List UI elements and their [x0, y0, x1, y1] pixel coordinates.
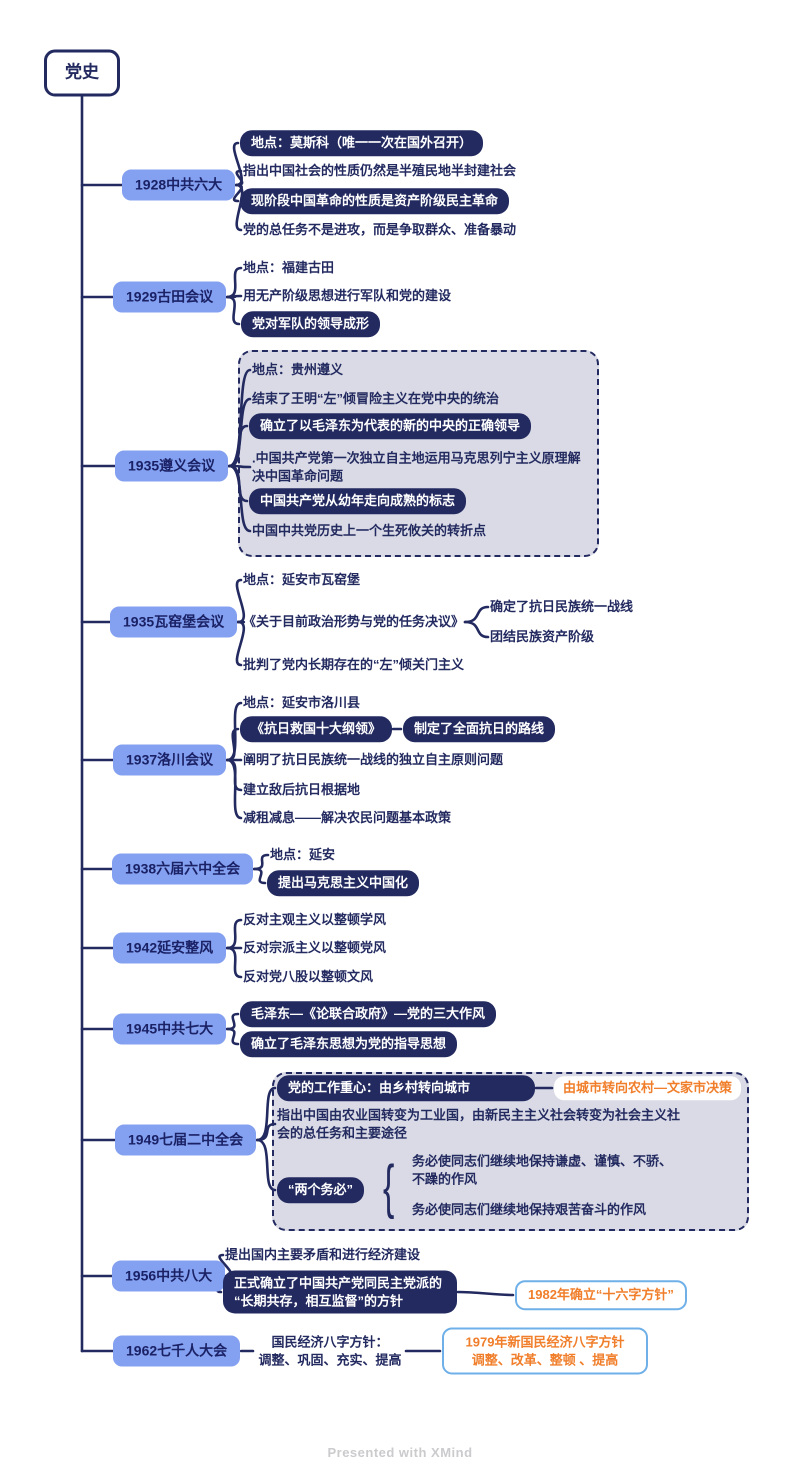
subtopic[interactable]: 反对主观主义以整顿学风 — [243, 912, 387, 928]
branch-topic-1935-wayaobu[interactable]: 1935瓦窑堡会议 — [110, 606, 238, 638]
subtopic-highlight[interactable]: 党的工作重心：由乡村转向城市 — [277, 1075, 535, 1101]
subtopic[interactable]: 建立敌后抗日根据地 — [243, 782, 361, 798]
subtopic[interactable]: 地点：延安市瓦窑堡 — [243, 572, 361, 588]
subtopic[interactable]: 结束了王明“左”倾冒险主义在党中央的统治 — [252, 391, 500, 407]
subtopic[interactable]: 务必使同志们继续地保持谦虚、谨慎、不骄、不躁的作风 — [412, 1153, 673, 1186]
branch-topic-1937[interactable]: 1937洛川会议 — [113, 744, 227, 776]
branch-topic-1938[interactable]: 1938六届六中全会 — [112, 853, 254, 885]
branch-topic-1956[interactable]: 1956中共八大 — [112, 1260, 226, 1292]
subtopic[interactable]: 地点：贵州遵义 — [252, 362, 344, 378]
subtopic-highlight[interactable]: 确立了毛泽东思想为党的指导思想 — [240, 1031, 458, 1057]
branch-topic-1949[interactable]: 1949七届二中全会 — [115, 1124, 257, 1156]
subtopic[interactable]: 务必使同志们继续地保持艰苦奋斗的作风 — [412, 1202, 647, 1218]
subtopic[interactable]: 批判了党内长期存在的“左”倾关门主义 — [243, 657, 465, 673]
callout[interactable]: 1979年新国民经济八字方针 调整、改革、整顿 、提高 — [442, 1327, 648, 1375]
subtopic-highlight[interactable]: 毛泽东—《论联合政府》—党的三大作风 — [240, 1001, 497, 1027]
subtopic[interactable]: 国民经济八字方针： 调整、巩固、充实、提高 — [258, 1334, 402, 1367]
subtopic-highlight[interactable]: 确立了以毛泽东为代表的新的中央的正确领导 — [249, 413, 532, 439]
branch-topic-1962[interactable]: 1962七千人大会 — [113, 1335, 241, 1367]
subtopic[interactable]: 确定了抗日民族统一战线 — [490, 599, 634, 615]
subtopic[interactable]: 《关于目前政治形势与党的任务决议》 — [243, 614, 465, 630]
branch-topic-1928[interactable]: 1928中共六大 — [122, 169, 236, 201]
subtopic-highlight[interactable]: 党对军队的领导成形 — [241, 311, 381, 337]
subtopic[interactable]: 中国中共党历史上一个生死攸关的转折点 — [252, 523, 487, 539]
callout[interactable]: 由城市转向农村—文家市决策 — [554, 1076, 742, 1100]
subtopic-highlight[interactable]: 制定了全面抗日的路线 — [403, 716, 556, 742]
subtopic[interactable]: .中国共产党第一次独立自主地运用马克思列宁主义原理解决中国革命问题 — [252, 450, 581, 483]
subtopic[interactable]: 地点：福建古田 — [243, 260, 335, 276]
subtopic[interactable]: 地点：延安市洛川县 — [243, 695, 361, 711]
subtopic[interactable]: 阐明了抗日民族统一战线的独立自主原则问题 — [243, 752, 504, 768]
subtopic[interactable]: 反对党八股以整顿文风 — [243, 969, 374, 985]
branch-topic-1929[interactable]: 1929古田会议 — [113, 281, 227, 313]
root-topic[interactable]: 党史 — [44, 49, 120, 97]
subtopic[interactable]: 团结民族资产阶级 — [490, 629, 595, 645]
subtopic-highlight[interactable]: 《抗日救国十大纲领》 — [240, 716, 393, 742]
subtopic-highlight[interactable]: 现阶段中国革命的性质是资产阶级民主革命 — [240, 188, 510, 214]
subtopic[interactable]: 反对宗派主义以整顿党风 — [243, 940, 387, 956]
subtopic[interactable]: 用无产阶级思想进行军队和党的建设 — [243, 288, 452, 304]
subtopic[interactable]: 减租减息——解决农民问题基本政策 — [243, 810, 452, 826]
branch-topic-1935-zunyi[interactable]: 1935遵义会议 — [115, 450, 229, 482]
group-boundary-zunyi — [238, 350, 599, 557]
xmind-credit: Presented with XMind — [327, 1445, 473, 1460]
branch-topic-1942[interactable]: 1942延安整风 — [113, 932, 227, 964]
brace-icon: { — [383, 1153, 395, 1221]
subtopic-highlight[interactable]: “两个务必” — [277, 1177, 365, 1203]
subtopic-highlight[interactable]: 正式确立了中国共产党同民主党派的 “长期共存，相互监督”的方针 — [223, 1270, 457, 1314]
subtopic[interactable]: 指出中国社会的性质仍然是半殖民地半封建社会 — [243, 163, 517, 179]
subtopic-highlight[interactable]: 地点：莫斯科（唯一一次在国外召开） — [240, 130, 484, 156]
subtopic-highlight[interactable]: 提出马克思主义中国化 — [267, 870, 420, 896]
callout[interactable]: 1982年确立“十六字方针” — [515, 1280, 687, 1310]
subtopic-highlight[interactable]: 中国共产党从幼年走向成熟的标志 — [249, 488, 467, 514]
subtopic[interactable]: 指出中国由农业国转变为工业国，由新民主主义社会转变为社会主义社会的总任务和主要途… — [277, 1107, 681, 1140]
branch-topic-1945[interactable]: 1945中共七大 — [113, 1013, 227, 1045]
subtopic[interactable]: 地点：延安 — [270, 847, 336, 863]
subtopic[interactable]: 党的总任务不是进攻，而是争取群众、准备暴动 — [243, 222, 517, 238]
subtopic[interactable]: 提出国内主要矛盾和进行经济建设 — [225, 1247, 421, 1263]
